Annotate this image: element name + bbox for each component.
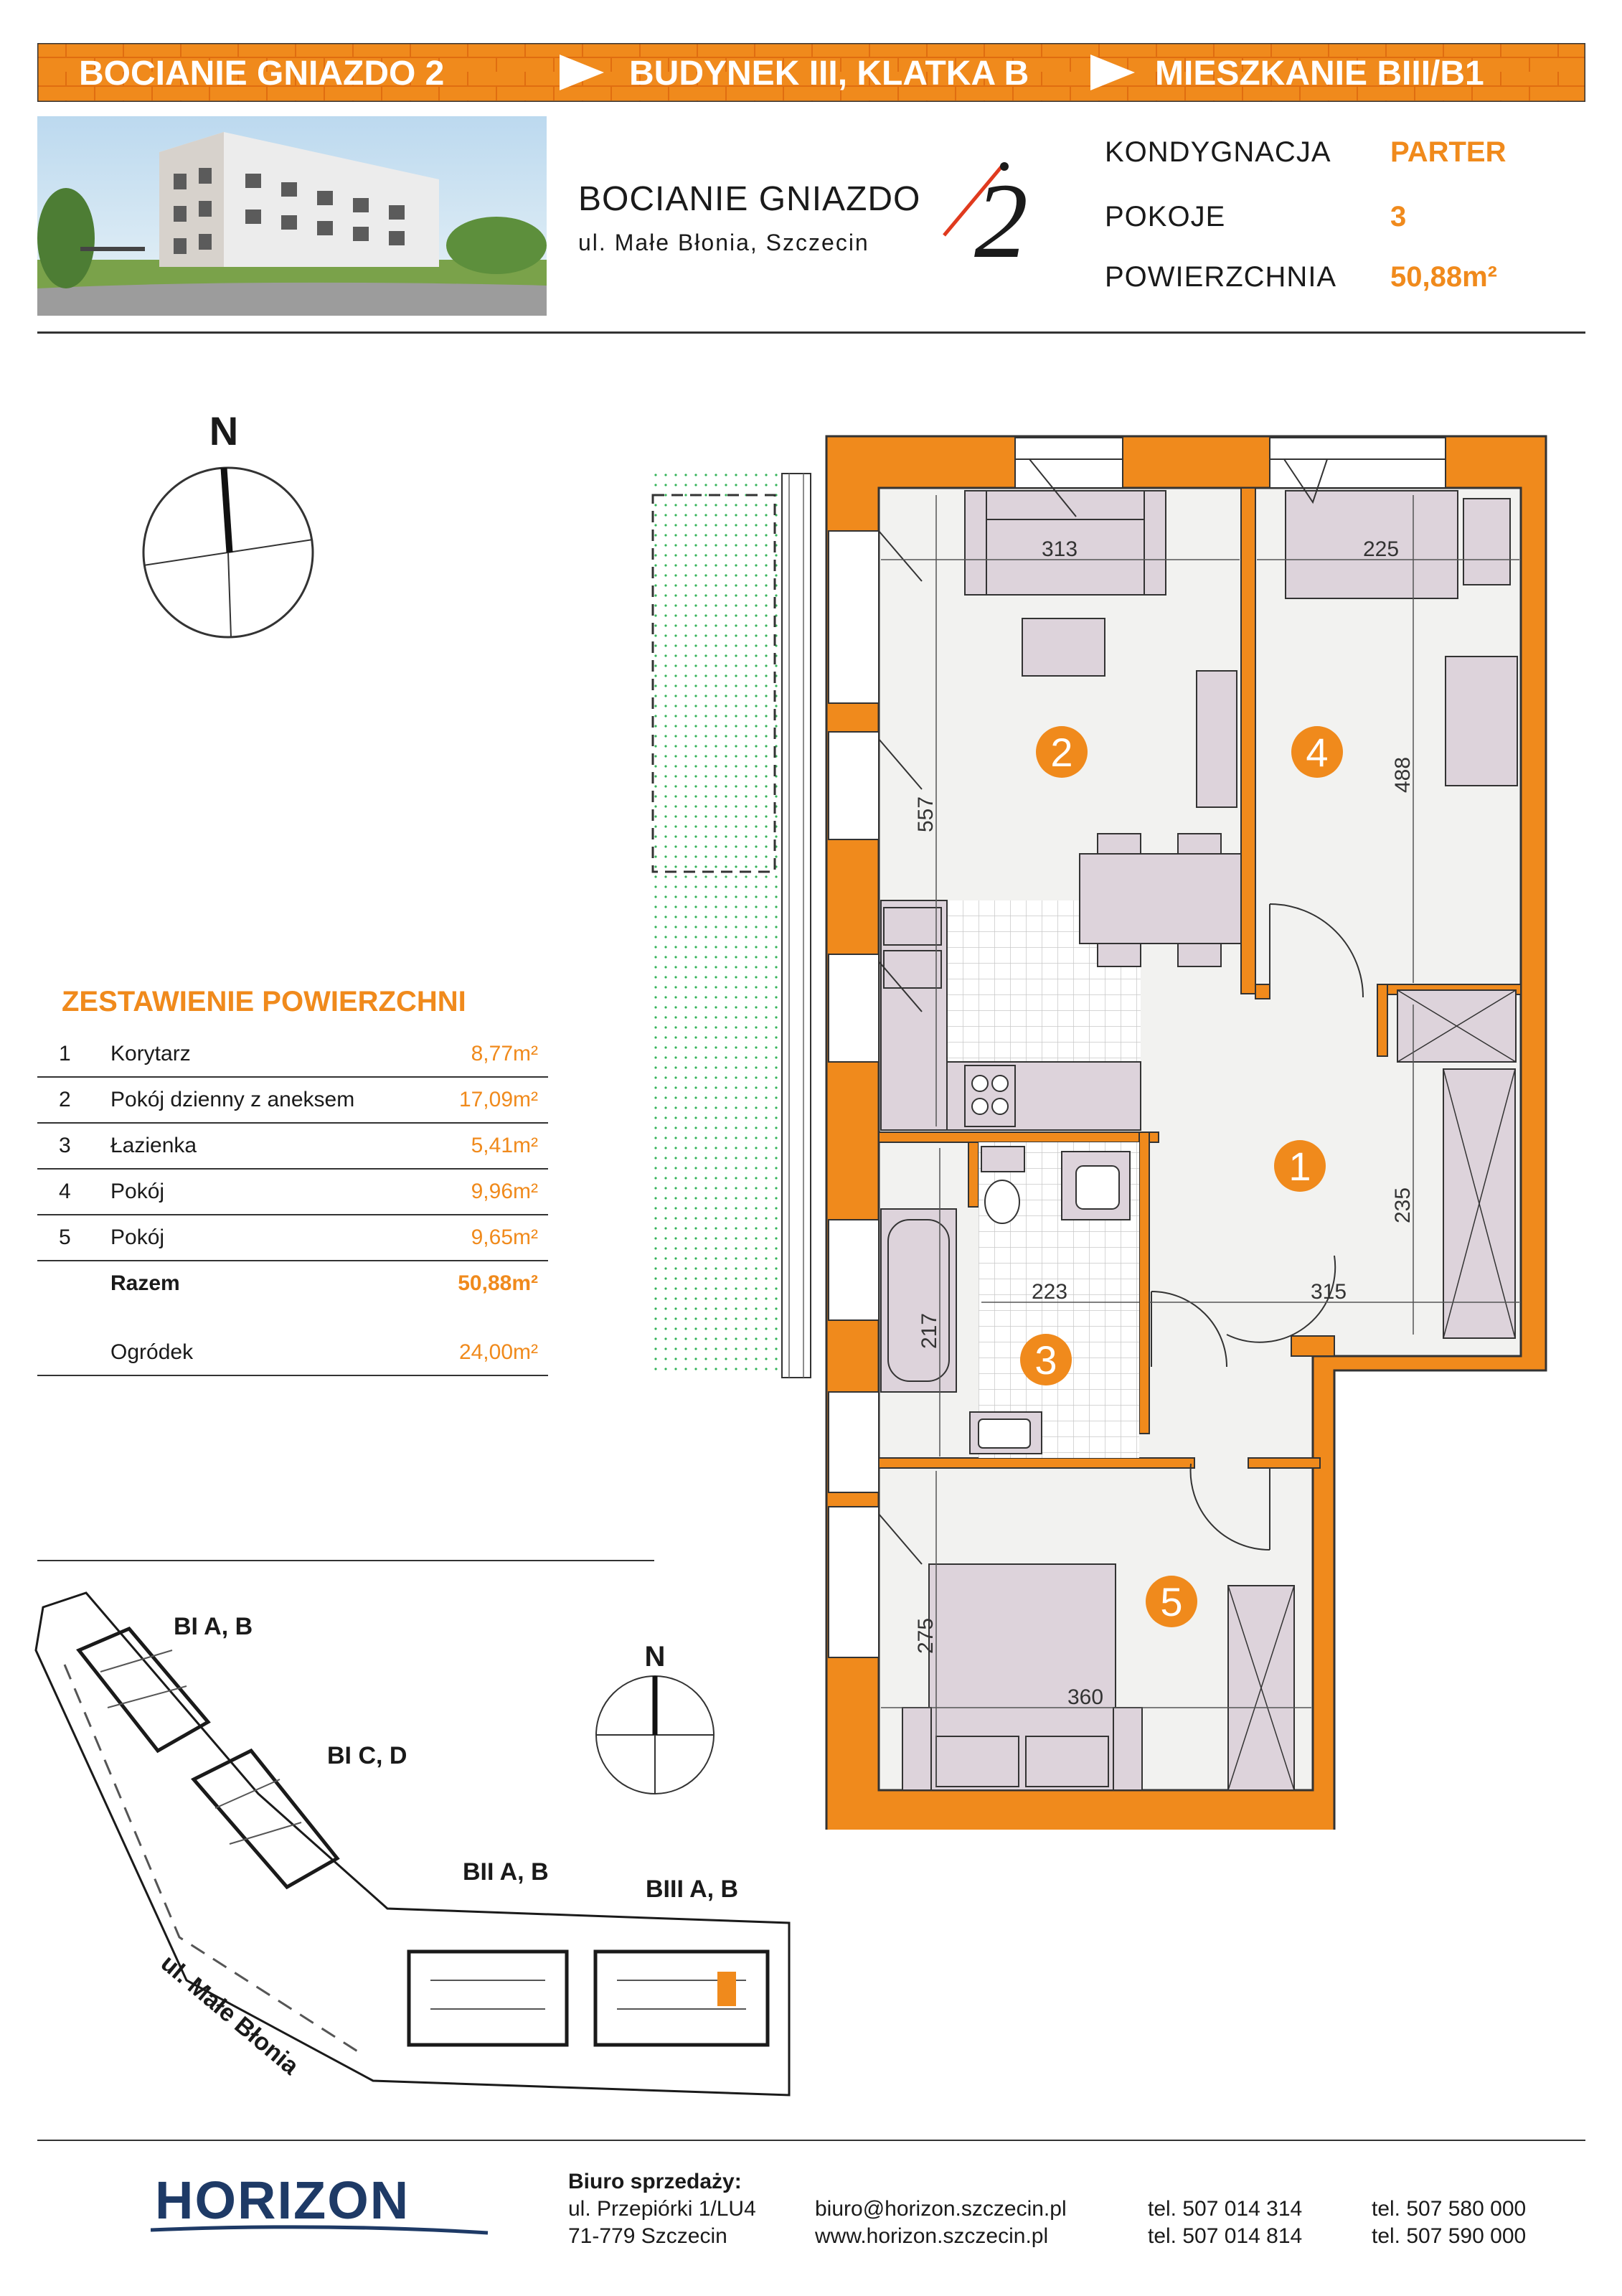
terrace-strip [781, 473, 811, 1378]
area-row: 2 Pokój dzienny z aneksem 17,09m² [37, 1076, 548, 1124]
room-number-5: 5 [1160, 1579, 1182, 1624]
apartment-location-marker [717, 1972, 736, 2006]
spec-value-floor: PARTER [1390, 136, 1507, 168]
area-row: 1 Korytarz 8,77m² [37, 1030, 548, 1078]
stork-logo-icon: 2 [943, 161, 1028, 265]
area-row: 3 Łazienka 5,41m² [37, 1122, 548, 1170]
banner-apartment: MIESZKANIE BIII/B1 [1155, 55, 1484, 93]
dimension-label: 223 [1032, 1280, 1067, 1304]
phone-link[interactable]: tel. 507 014 814 [1148, 2224, 1303, 2248]
dimension-label: 488 [1391, 757, 1415, 793]
arrow-icon [560, 55, 604, 90]
brand-address: ul. Małe Błonia, Szczecin [578, 230, 869, 255]
site-label: BI C, D [327, 1742, 407, 1769]
area-row: 5 Pokój 9,65m² [37, 1214, 548, 1261]
office-title: Biuro sprzedaży: [568, 2170, 742, 2193]
spec-label-floor: KONDYGNACJA [1105, 136, 1331, 168]
site-label: BI A, B [174, 1613, 253, 1640]
spec-value-area: 50,88m² [1390, 261, 1497, 293]
phone-link[interactable]: tel. 507 580 000 [1372, 2197, 1527, 2221]
areas-title: ZESTAWIENIE POWIERZCHNI [62, 986, 466, 1017]
banner-building: BUDYNEK III, KLATKA B [629, 55, 1029, 93]
footer-divider [37, 2140, 1585, 2141]
phone-link[interactable]: tel. 507 014 314 [1148, 2197, 1303, 2221]
dimension-label: 360 [1067, 1685, 1103, 1709]
email-link[interactable]: biuro@horizon.szczecin.pl [815, 2197, 1067, 2221]
banner-bricks [37, 43, 1585, 102]
area-row: 4 Pokój 9,96m² [37, 1168, 548, 1215]
spec-label-area: POWIERZCHNIA [1105, 261, 1337, 293]
spec-value-rooms: 3 [1390, 201, 1407, 232]
garden-area [649, 474, 778, 1378]
site-label: BIII A, B [646, 1876, 738, 1903]
dimension-label: 217 [918, 1313, 941, 1349]
arrow-icon [1090, 55, 1135, 90]
room-number-3: 3 [1034, 1337, 1057, 1383]
area-garden-row: Ogródek 24,00m² [37, 1329, 548, 1376]
area-total-row: Razem 50,88m² [110, 1271, 538, 1295]
room-number-4: 4 [1306, 730, 1328, 775]
banner-project: BOCIANIE GNIAZDO 2 [79, 55, 444, 93]
site-compass-north-label: N [645, 1641, 666, 1672]
room-number-1: 1 [1288, 1144, 1311, 1189]
garden-dashed-outline [651, 494, 776, 873]
dimension-label: 235 [1391, 1187, 1415, 1223]
dimension-label: 557 [914, 796, 938, 832]
room-number-2: 2 [1050, 730, 1072, 775]
title-banner: BOCIANIE GNIAZDO 2 BUDYNEK III, KLATKA B… [37, 43, 1585, 102]
dimension-label: 315 [1311, 1280, 1347, 1304]
horizon-logo-text: HORIZON [155, 2170, 410, 2230]
phone-link[interactable]: tel. 507 590 000 [1372, 2224, 1527, 2248]
compass-needle-icon [220, 467, 233, 553]
floor-plan: 313 225 557 488 235 223 315 217 275 360 … [649, 435, 1547, 1830]
dimension-label: 313 [1042, 537, 1078, 561]
dimension-label: 225 [1363, 537, 1399, 561]
horizon-logo: HORIZON [151, 2170, 489, 2235]
office-address-2: 71-779 Szczecin [568, 2224, 727, 2248]
dimension-label: 275 [914, 1618, 938, 1654]
street-label: ul. Małe Błonia [156, 1949, 305, 2081]
compass-north-label: N [209, 416, 238, 453]
site-plan-divider [37, 1560, 654, 1561]
brand-name: BOCIANIE GNIAZDO [578, 180, 921, 218]
site-plan: BI A, B BI C, D BII A, B BIII A, B ul. M… [34, 1591, 791, 2097]
website-link[interactable]: www.horizon.szczecin.pl [815, 2224, 1049, 2248]
spec-label-rooms: POKOJE [1105, 201, 1226, 232]
compass: N [142, 416, 314, 639]
site-label: BII A, B [463, 1858, 549, 1886]
office-address-1: ul. Przepiórki 1/LU4 [568, 2197, 756, 2221]
compass-circle-icon [142, 466, 314, 639]
header-divider [37, 331, 1585, 334]
building-photo [37, 116, 547, 316]
logo-number: 2 [974, 161, 1028, 265]
